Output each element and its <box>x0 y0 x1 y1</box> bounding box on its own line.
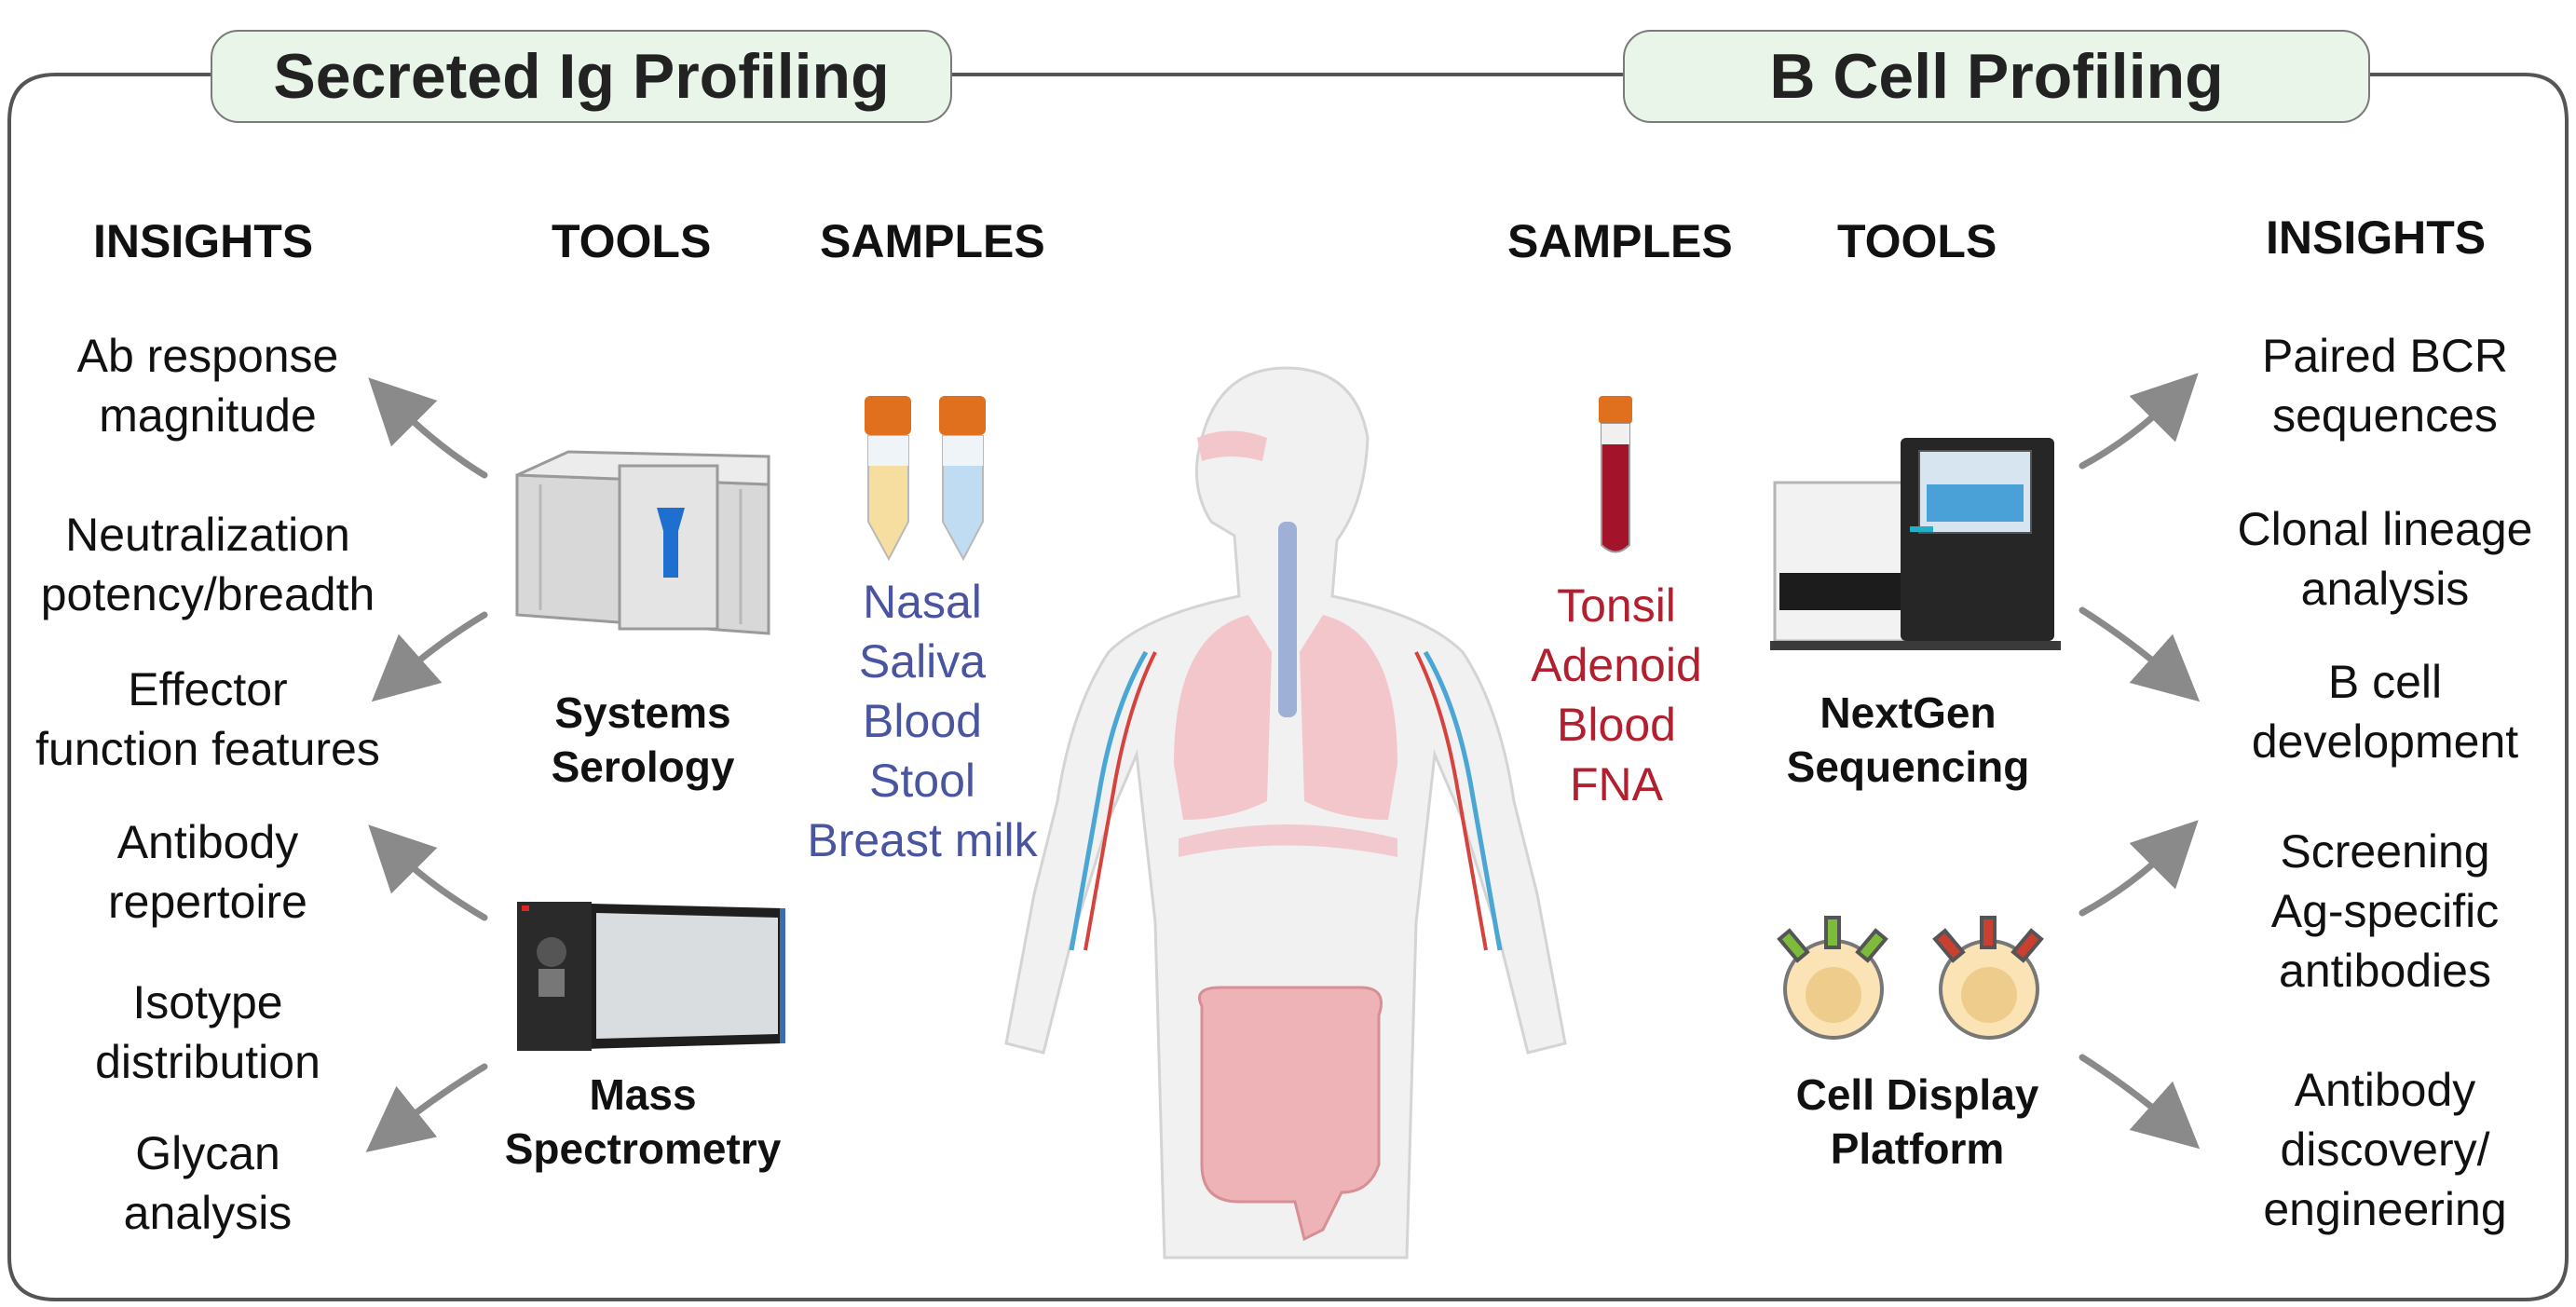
left-samples-header: SAMPLES <box>820 215 1045 267</box>
sample-fna: FNA <box>1570 758 1663 810</box>
secreted-ig-profiling-title: Secreted Ig Profiling <box>211 30 952 123</box>
arrow-to-effector <box>371 611 488 702</box>
blood-tube-icon <box>1599 396 1632 553</box>
sample-nasal: Nasal <box>863 576 982 628</box>
left-tools-header: TOOLS <box>552 215 712 267</box>
insight-antibody-discovery: Antibody discovery/ engineering <box>2263 1064 2507 1235</box>
sample-blood-left: Blood <box>863 695 982 747</box>
tool-systems-serology: Systems Serology <box>551 688 735 791</box>
sample-tube-icon <box>865 396 986 562</box>
left-insights-header: INSIGHTS <box>93 215 314 267</box>
insight-antibody-repertoire: Antibody repertoire <box>108 816 307 928</box>
right-insights-header: INSIGHTS <box>2266 211 2487 264</box>
insight-ab-response-magnitude: Ab response magnitude <box>76 330 339 442</box>
insight-neutralization: Neutralization potency/breadth <box>40 509 375 620</box>
arrow-to-repertoire <box>368 824 488 921</box>
right-arrows <box>2079 373 2201 1150</box>
insight-paired-bcr: Paired BCR sequences <box>2262 330 2508 442</box>
sample-stool: Stool <box>869 755 975 807</box>
left-arrows <box>365 377 488 1152</box>
insight-isotype-distribution: Isotype distribution <box>95 976 320 1088</box>
b-cell-profiling-title: B Cell Profiling <box>1623 30 2370 123</box>
sequencer-icon <box>1770 438 2061 650</box>
arrow-to-paired-bcr <box>2079 373 2199 470</box>
insight-glycan-analysis: Glycan analysis <box>123 1127 293 1239</box>
tool-mass-spectrometry: Mass Spectrometry <box>504 1070 782 1173</box>
insight-effector-function: Effector function features <box>35 663 380 775</box>
insight-screening-ag-specific: Screening Ag-specific antibodies <box>2270 825 2500 997</box>
mass-spectrometer-icon <box>517 902 785 1051</box>
insight-clonal-lineage: Clonal lineage analysis <box>2237 503 2533 615</box>
sample-saliva: Saliva <box>858 635 987 688</box>
left-samples-list: Nasal Saliva Blood Stool Breast milk <box>801 572 1043 870</box>
tool-cell-display-platform: Cell Display Platform <box>1795 1070 2039 1173</box>
arrow-to-ab-response <box>368 377 488 479</box>
b-cell-icon <box>1777 916 2044 1040</box>
sample-adenoid: Adenoid <box>1531 639 1702 691</box>
serology-instrument-icon <box>515 450 770 635</box>
insight-b-cell-development: B cell development <box>2251 656 2519 768</box>
sample-breast-milk: Breast milk <box>807 814 1038 866</box>
arrow-to-screening <box>2079 820 2199 917</box>
arrow-to-b-cell-development <box>2079 606 2201 702</box>
human-body-icon <box>1004 366 1567 1259</box>
right-samples-header: SAMPLES <box>1507 215 1733 267</box>
sample-blood-right: Blood <box>1557 699 1676 751</box>
right-samples-list: Tonsil Adenoid Blood FNA <box>1509 576 1724 814</box>
sample-tonsil: Tonsil <box>1557 579 1676 632</box>
arrow-to-glycan <box>365 1063 488 1152</box>
arrow-to-antibody-discovery <box>2079 1054 2201 1150</box>
tool-nextgen-sequencing: NextGen Sequencing <box>1786 688 2030 791</box>
right-tools-header: TOOLS <box>1837 215 1997 267</box>
